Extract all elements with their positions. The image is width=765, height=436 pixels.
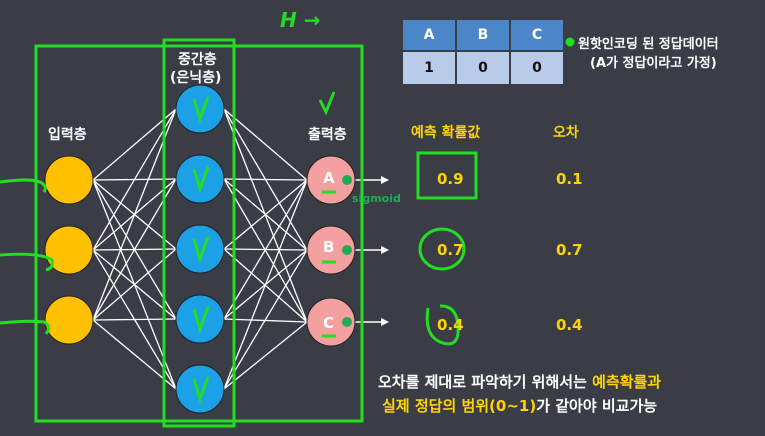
sigmoid-label: sigmoid bbox=[352, 192, 401, 205]
edge-line bbox=[92, 108, 177, 181]
prediction-a: 0.9 bbox=[437, 170, 464, 188]
onehot-note-sub: (A가 정답이라고 가정) bbox=[590, 56, 717, 71]
input-node bbox=[44, 155, 94, 205]
edge-line bbox=[92, 108, 177, 251]
hidden-node bbox=[175, 294, 225, 344]
edge-line bbox=[223, 179, 308, 390]
prediction-b: 0.7 bbox=[437, 241, 464, 259]
onehot-note: 원핫인코딩 된 정답데이터 bbox=[578, 37, 719, 52]
onehot-header-row: A B C bbox=[401, 18, 565, 52]
input-node bbox=[44, 295, 94, 345]
onehot-header-c: C bbox=[509, 18, 565, 52]
prediction-header: 예측 확률값 bbox=[411, 125, 481, 141]
bottom-line-2: 실제 정답의 범위(0~1)가 같아야 비교가능 bbox=[378, 394, 661, 418]
sigmoid-dot bbox=[342, 245, 352, 255]
hidden-check bbox=[192, 96, 210, 124]
onehot-header-b: B bbox=[455, 18, 511, 52]
output-layer-label: 출력층 bbox=[308, 127, 347, 143]
hidden-check bbox=[192, 306, 210, 334]
sigmoid-dot bbox=[342, 175, 352, 185]
hidden-check bbox=[192, 376, 210, 404]
output-arrow-head bbox=[381, 318, 389, 326]
hidden-node bbox=[175, 364, 225, 414]
hidden-node bbox=[175, 84, 225, 134]
onehot-value-b: 0 bbox=[455, 50, 511, 86]
prediction-b-circle bbox=[418, 227, 466, 271]
hidden-layer-label: 중간층 bbox=[178, 52, 217, 68]
onehot-table: A B C 1 0 0 bbox=[401, 18, 565, 86]
bottom-line1-white: 오차를 제대로 파악하기 위해서는 bbox=[378, 373, 593, 391]
output-arrow-head bbox=[381, 246, 389, 254]
network-nodes bbox=[44, 84, 356, 414]
input-arrow-2 bbox=[0, 252, 54, 272]
output-node bbox=[306, 155, 356, 205]
hidden-layer-box bbox=[162, 38, 236, 428]
bottom-line-1: 오차를 제대로 파악하기 위해서는 예측확률과 bbox=[378, 370, 661, 394]
edge-line bbox=[223, 108, 308, 181]
edge-line bbox=[223, 179, 308, 250]
output-check bbox=[318, 91, 336, 116]
outer-box bbox=[34, 44, 364, 423]
hidden-node bbox=[175, 224, 225, 274]
prediction-c: 0.4 bbox=[437, 316, 464, 334]
edge-line bbox=[92, 248, 177, 321]
edge-line bbox=[92, 108, 177, 321]
edge-line bbox=[223, 178, 308, 181]
onehot-header-a: A bbox=[401, 18, 457, 52]
output-node bbox=[306, 225, 356, 275]
bottom-line2-white: 가 같아야 비교가능 bbox=[536, 397, 658, 415]
edge-line bbox=[92, 178, 177, 321]
output-node-c-label: C bbox=[323, 314, 335, 332]
bottom-explanation: 오차를 제대로 파악하기 위해서는 예측확률과 실제 정답의 범위(0~1)가 … bbox=[378, 370, 661, 418]
edge-line bbox=[92, 319, 177, 390]
note-dot bbox=[565, 37, 575, 47]
input-node bbox=[44, 225, 94, 275]
error-header: 오차 bbox=[553, 125, 579, 141]
hidden-check bbox=[192, 166, 210, 194]
input-layer-label: 입력층 bbox=[48, 127, 87, 143]
edge-line bbox=[223, 108, 308, 323]
hidden-node bbox=[175, 154, 225, 204]
output-arrows bbox=[355, 176, 389, 326]
output-node-b-label: B bbox=[323, 238, 335, 256]
onehot-value-c: 0 bbox=[509, 50, 565, 86]
connection-lines bbox=[92, 108, 308, 390]
error-a: 0.1 bbox=[556, 170, 583, 188]
bottom-line1-yellow: 예측확률과 bbox=[592, 373, 662, 391]
onehot-value-row: 1 0 0 bbox=[401, 50, 565, 86]
prediction-c-circle bbox=[425, 304, 460, 346]
hidden-layer-sublabel: (은닉층) bbox=[170, 70, 222, 86]
input-arrow-1 bbox=[0, 178, 47, 193]
edge-line bbox=[223, 179, 308, 320]
hidden-check bbox=[192, 236, 210, 264]
input-arrow-3 bbox=[0, 319, 51, 335]
sigmoid-dot bbox=[342, 317, 352, 327]
bottom-line2-yellow: 실제 정답의 범위(0~1) bbox=[382, 397, 537, 415]
edge-line bbox=[223, 321, 308, 390]
error-b: 0.7 bbox=[556, 241, 583, 259]
edge-line bbox=[223, 249, 308, 390]
edge-line bbox=[92, 318, 177, 321]
handwritten-h-arrow: H → bbox=[280, 8, 321, 32]
error-c: 0.4 bbox=[556, 316, 583, 334]
output-node bbox=[306, 297, 356, 347]
output-arrow-head bbox=[381, 176, 389, 184]
prediction-a-box bbox=[416, 151, 478, 200]
onehot-value-a: 1 bbox=[401, 50, 457, 86]
output-node-a-label: A bbox=[323, 169, 335, 187]
